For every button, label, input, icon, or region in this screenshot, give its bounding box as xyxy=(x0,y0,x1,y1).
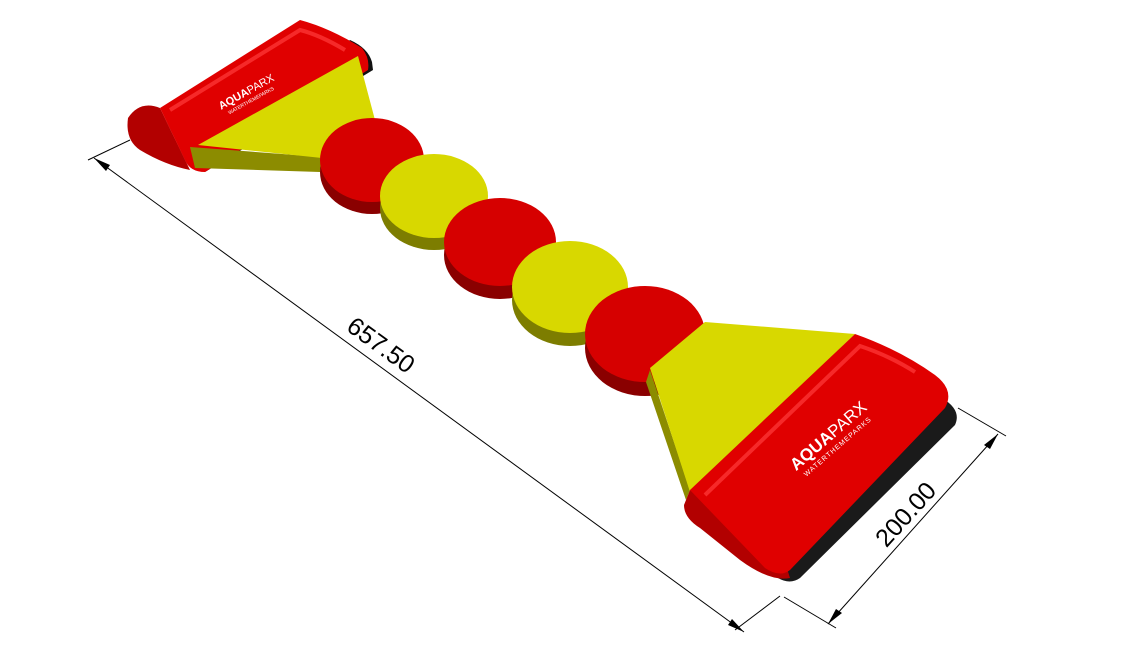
rear-beam-highlight xyxy=(168,27,347,112)
rear-beam-top xyxy=(160,20,369,172)
length-arrow-end xyxy=(728,619,744,632)
length-arrow-start xyxy=(94,158,110,171)
length-extension-line-top xyxy=(87,139,131,161)
length-dimension-label: 657.50 xyxy=(342,312,420,380)
rear-beam-side xyxy=(127,105,190,170)
width-arrow-start xyxy=(984,434,998,449)
rear-yellow-ramp-top xyxy=(198,56,375,158)
rear-yellow-ramp-side xyxy=(190,147,322,172)
width-extension-line-top xyxy=(957,407,1007,437)
front-beam-top xyxy=(690,334,949,574)
front-yellow-ramp-side xyxy=(646,370,690,500)
front-beam-highlight xyxy=(703,343,917,497)
rear-yellow-ramp xyxy=(190,56,375,172)
length-extension-line-bottom xyxy=(734,595,781,631)
front-yellow-ramp xyxy=(646,322,855,500)
width-extension-line-bottom xyxy=(783,596,837,629)
length-dimension xyxy=(87,139,781,633)
width-dimension xyxy=(783,407,1007,629)
width-dimension-line xyxy=(827,433,999,625)
front-yellow-ramp-top xyxy=(650,322,855,492)
length-dimension-line xyxy=(93,157,745,633)
width-arrow-end xyxy=(828,609,842,624)
front-end-beam: AQUAPARX WATERTHEMEPARKS xyxy=(684,334,957,582)
